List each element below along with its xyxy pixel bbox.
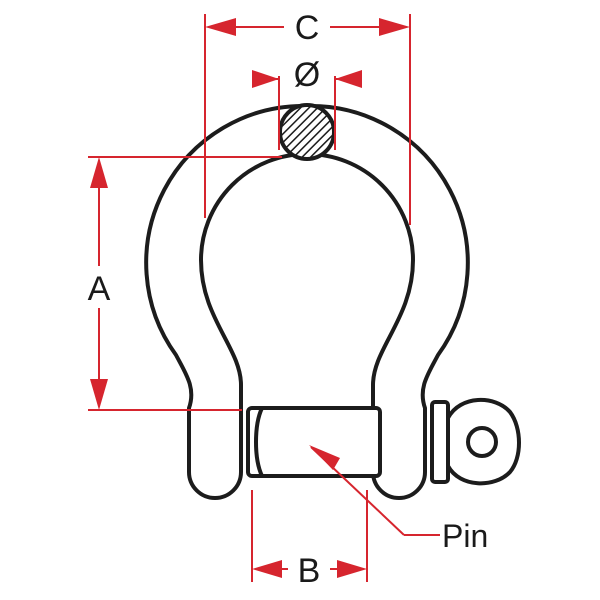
dimension-c: C (204, 5, 411, 225)
dimension-a: A (79, 156, 282, 411)
dimension-a-label: A (88, 270, 111, 308)
diameter-left-arrow (252, 70, 279, 88)
diameter-label: Ø (294, 56, 320, 94)
pin-collar (430, 400, 450, 484)
dimension-c-label: C (295, 9, 320, 47)
dimension-b-left-arrow (252, 560, 282, 578)
pin-label: Pin (442, 518, 488, 554)
diameter-right-arrow (335, 70, 362, 88)
dimension-c-left-arrow (205, 18, 236, 36)
bow-cross-section (278, 103, 336, 161)
pin-head-hole (466, 426, 498, 458)
dimension-b-label-bg (288, 549, 330, 589)
dimension-a-top-arrow (90, 157, 108, 188)
dimension-c-right-arrow (379, 18, 410, 36)
dimension-a-bottom-arrow (90, 379, 108, 410)
pin-shaft-left-cap (254, 407, 264, 477)
dimension-b: B (251, 490, 368, 590)
cross-section-fill (280, 105, 334, 159)
pin-body (246, 398, 521, 486)
pin-shaft (246, 406, 382, 478)
pin-callout: Pin (309, 445, 488, 554)
pin-leader-arrow (309, 445, 340, 470)
dimension-b-label: B (298, 552, 321, 590)
dimension-a-label-bg (79, 266, 121, 308)
dimension-c-label-bg (284, 5, 330, 47)
dimension-b-right-arrow (337, 560, 367, 578)
dimension-diameter: Ø (252, 56, 362, 150)
